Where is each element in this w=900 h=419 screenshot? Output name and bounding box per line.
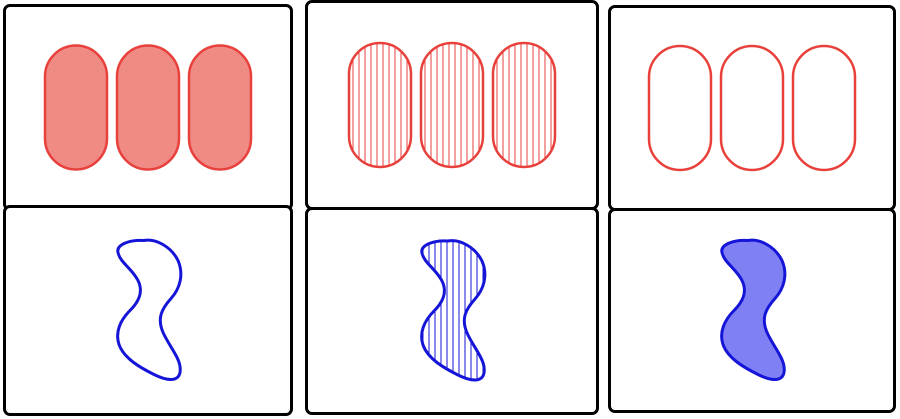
oval-symbol <box>719 44 785 172</box>
squiggle-symbol <box>116 238 183 381</box>
oval-symbol <box>791 44 857 172</box>
oval-symbol <box>187 44 253 171</box>
card-5[interactable] <box>305 207 599 415</box>
oval-symbol <box>491 41 557 169</box>
card-6-symbols <box>720 238 787 381</box>
oval-symbol <box>347 41 413 169</box>
card-2[interactable] <box>305 0 599 210</box>
card-4-symbols <box>116 238 183 381</box>
oval-symbol <box>419 41 485 169</box>
card-1-symbols <box>43 44 253 171</box>
card-2-symbols <box>347 41 557 169</box>
squiggle-symbol <box>420 239 487 382</box>
oval-symbol <box>115 44 181 171</box>
oval-symbol <box>43 44 109 171</box>
card-6[interactable] <box>608 208 896 413</box>
card-3-symbols <box>647 44 857 172</box>
card-5-symbols <box>420 239 487 382</box>
card-3[interactable] <box>608 5 896 211</box>
squiggle-symbol <box>720 238 787 381</box>
oval-symbol <box>647 44 713 172</box>
card-1[interactable] <box>3 4 293 211</box>
card-4[interactable] <box>3 205 293 416</box>
